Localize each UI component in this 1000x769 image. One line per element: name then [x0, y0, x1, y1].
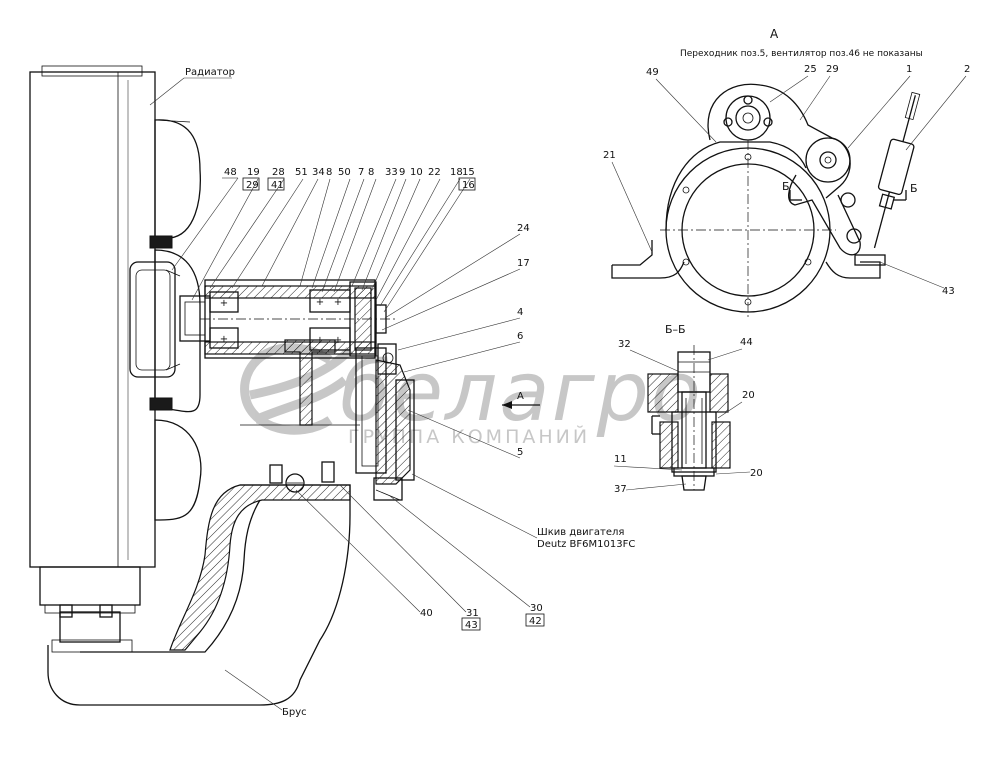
- view-a-note: Переходник поз.5, вентилятор поз.46 не п…: [680, 49, 923, 59]
- svg-text:+: +: [316, 297, 324, 308]
- svg-text:8: 8: [326, 167, 332, 178]
- view-a-drawing: [611, 83, 921, 318]
- svg-text:43: 43: [465, 620, 478, 631]
- svg-text:16: 16: [462, 180, 475, 191]
- svg-text:37: 37: [614, 484, 627, 495]
- svg-text:15: 15: [462, 167, 475, 178]
- svg-text:+: +: [220, 334, 228, 345]
- bottom-callouts: 40 31 43 30 42: [295, 484, 545, 631]
- section-bb-title: Б–Б: [665, 323, 686, 336]
- engine-pulley-label-line2: Deutz BF6M1013FC: [537, 539, 635, 550]
- svg-text:21: 21: [603, 150, 616, 161]
- svg-text:24: 24: [517, 223, 530, 234]
- fan-hub: [129, 261, 211, 378]
- svg-text:30: 30: [530, 603, 543, 614]
- svg-text:34: 34: [312, 167, 325, 178]
- svg-text:31: 31: [466, 608, 479, 619]
- svg-text:22: 22: [428, 167, 441, 178]
- support-bracket: [240, 339, 360, 426]
- svg-text:44: 44: [740, 337, 753, 348]
- svg-text:32: 32: [618, 339, 631, 350]
- svg-text:+: +: [334, 335, 342, 346]
- svg-text:20: 20: [742, 390, 755, 401]
- svg-text:8: 8: [368, 167, 374, 178]
- svg-text:42: 42: [529, 616, 542, 627]
- svg-text:18: 18: [450, 167, 463, 178]
- fan-blades: [149, 119, 202, 521]
- watermark: белагро ГРУППА КОМПАНИЙ: [240, 343, 701, 448]
- top-callouts: 48 19 28 51 34 8 50 7 8 33 9 10 22 18 15: [224, 167, 475, 178]
- svg-text:43: 43: [942, 286, 955, 297]
- svg-text:А: А: [517, 391, 524, 402]
- svg-text:+: +: [334, 297, 342, 308]
- svg-text:20: 20: [750, 468, 763, 479]
- frame-beam: [47, 461, 351, 706]
- frame-beam-label: Брус: [282, 707, 307, 718]
- svg-text:4: 4: [517, 307, 523, 318]
- svg-text:28: 28: [272, 167, 285, 178]
- svg-text:51: 51: [295, 167, 308, 178]
- pulley-assembly: [355, 343, 415, 501]
- svg-text:29: 29: [826, 64, 839, 75]
- svg-text:40: 40: [420, 608, 433, 619]
- svg-text:29: 29: [246, 180, 259, 191]
- watermark-logo-shape: [240, 343, 354, 435]
- section-bb-callouts: 32 44 20 11 20 37: [613, 337, 763, 495]
- svg-text:9: 9: [399, 167, 405, 178]
- cut-mark-right: Б: [910, 182, 918, 195]
- view-a-title: А: [770, 27, 779, 41]
- svg-text:11: 11: [614, 454, 627, 465]
- svg-text:25: 25: [804, 64, 817, 75]
- side-callouts: 24 17 4 6 5: [381, 223, 530, 459]
- engine-pulley-label-line1: Шкив двигателя: [537, 527, 624, 538]
- svg-text:41: 41: [271, 180, 284, 191]
- top-callout-leaders: [171, 177, 471, 313]
- radiator-label: Радиатор: [185, 67, 235, 78]
- svg-text:2: 2: [964, 64, 970, 75]
- svg-text:49: 49: [646, 67, 659, 78]
- svg-text:5: 5: [517, 447, 523, 458]
- section-bb-drawing: [647, 345, 731, 491]
- svg-text:+: +: [220, 298, 228, 309]
- svg-text:10: 10: [410, 167, 423, 178]
- svg-text:33: 33: [385, 167, 398, 178]
- svg-text:50: 50: [338, 167, 351, 178]
- boxed-callouts-main: 29 41 16: [242, 177, 476, 191]
- cut-mark-left: Б: [782, 180, 790, 193]
- svg-text:7: 7: [358, 167, 364, 178]
- svg-text:19: 19: [247, 167, 260, 178]
- view-a-callouts: 49 25 29 1 2 21 43: [603, 64, 970, 297]
- view-arrow-a: А: [502, 391, 540, 409]
- svg-text:17: 17: [517, 258, 530, 269]
- svg-text:48: 48: [224, 167, 237, 178]
- svg-text:6: 6: [517, 331, 523, 342]
- svg-text:1: 1: [906, 64, 912, 75]
